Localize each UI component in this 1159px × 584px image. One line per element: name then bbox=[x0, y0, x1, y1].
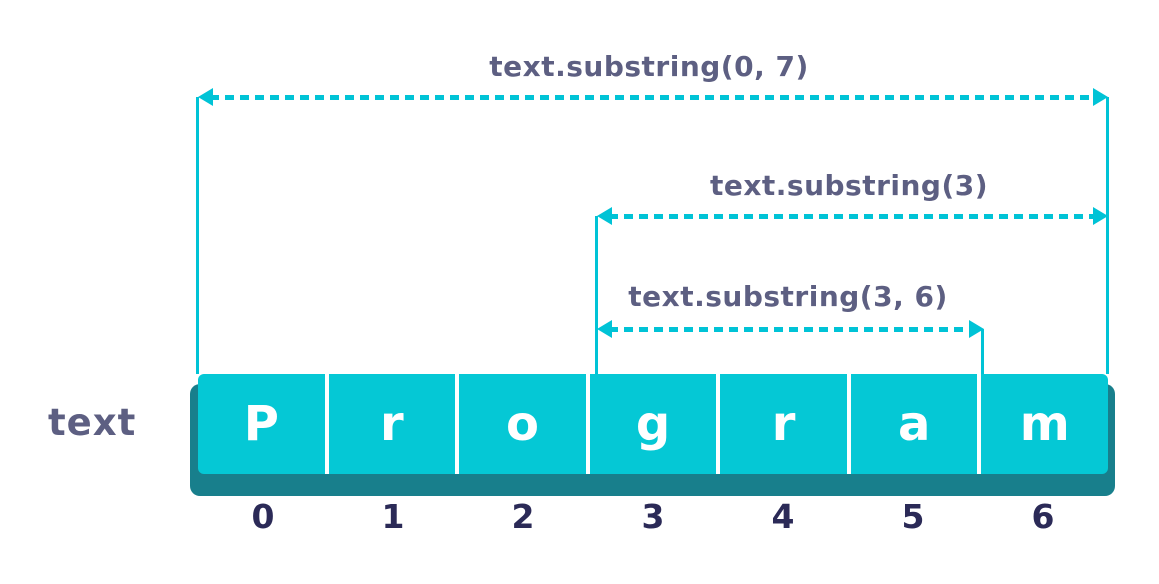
char-cell-letter: r bbox=[380, 396, 404, 452]
arrowhead-left-icon bbox=[597, 320, 612, 338]
dashed-line bbox=[210, 95, 1096, 100]
annotation-label-substring-3-6: text.substring(3, 6) bbox=[628, 280, 948, 313]
char-cell-letter: r bbox=[771, 396, 796, 452]
variable-name-label: text bbox=[48, 401, 137, 444]
char-cell-6: m bbox=[981, 374, 1108, 474]
connector-line-index-0 bbox=[196, 97, 199, 374]
char-cell-0: P bbox=[198, 374, 329, 474]
index-label-2: 2 bbox=[511, 497, 535, 536]
arrowhead-right-icon bbox=[1093, 207, 1108, 225]
annotation-label-substring-0-7: text.substring(0, 7) bbox=[489, 50, 809, 83]
arrowhead-right-icon bbox=[969, 320, 984, 338]
index-label-6: 6 bbox=[1031, 497, 1055, 536]
char-cell-3: g bbox=[590, 374, 721, 474]
string-bar: P r o g r a m bbox=[198, 374, 1108, 474]
char-cell-5: a bbox=[851, 374, 982, 474]
connector-line-end bbox=[1106, 97, 1109, 374]
connector-line-index-6 bbox=[981, 329, 984, 374]
index-label-5: 5 bbox=[901, 497, 925, 536]
char-cell-letter: m bbox=[1019, 396, 1070, 452]
char-cell-letter: g bbox=[635, 396, 671, 452]
arrowhead-left-icon bbox=[198, 88, 213, 106]
index-label-4: 4 bbox=[771, 497, 795, 536]
index-label-1: 1 bbox=[381, 497, 405, 536]
char-cell-4: r bbox=[720, 374, 851, 474]
annotation-label-substring-3: text.substring(3) bbox=[709, 169, 989, 202]
arrowhead-left-icon bbox=[597, 207, 612, 225]
char-cell-1: r bbox=[329, 374, 460, 474]
connector-line-index-3 bbox=[595, 216, 598, 374]
char-cell-letter: P bbox=[243, 396, 279, 452]
char-cell-2: o bbox=[459, 374, 590, 474]
char-cell-letter: a bbox=[897, 396, 931, 452]
index-label-0: 0 bbox=[251, 497, 275, 536]
char-cell-letter: o bbox=[505, 396, 539, 452]
arrowhead-right-icon bbox=[1093, 88, 1108, 106]
dashed-line bbox=[609, 327, 972, 332]
index-label-3: 3 bbox=[641, 497, 665, 536]
dashed-line bbox=[609, 214, 1096, 219]
index-row: 0 1 2 3 4 5 6 bbox=[198, 497, 1108, 536]
